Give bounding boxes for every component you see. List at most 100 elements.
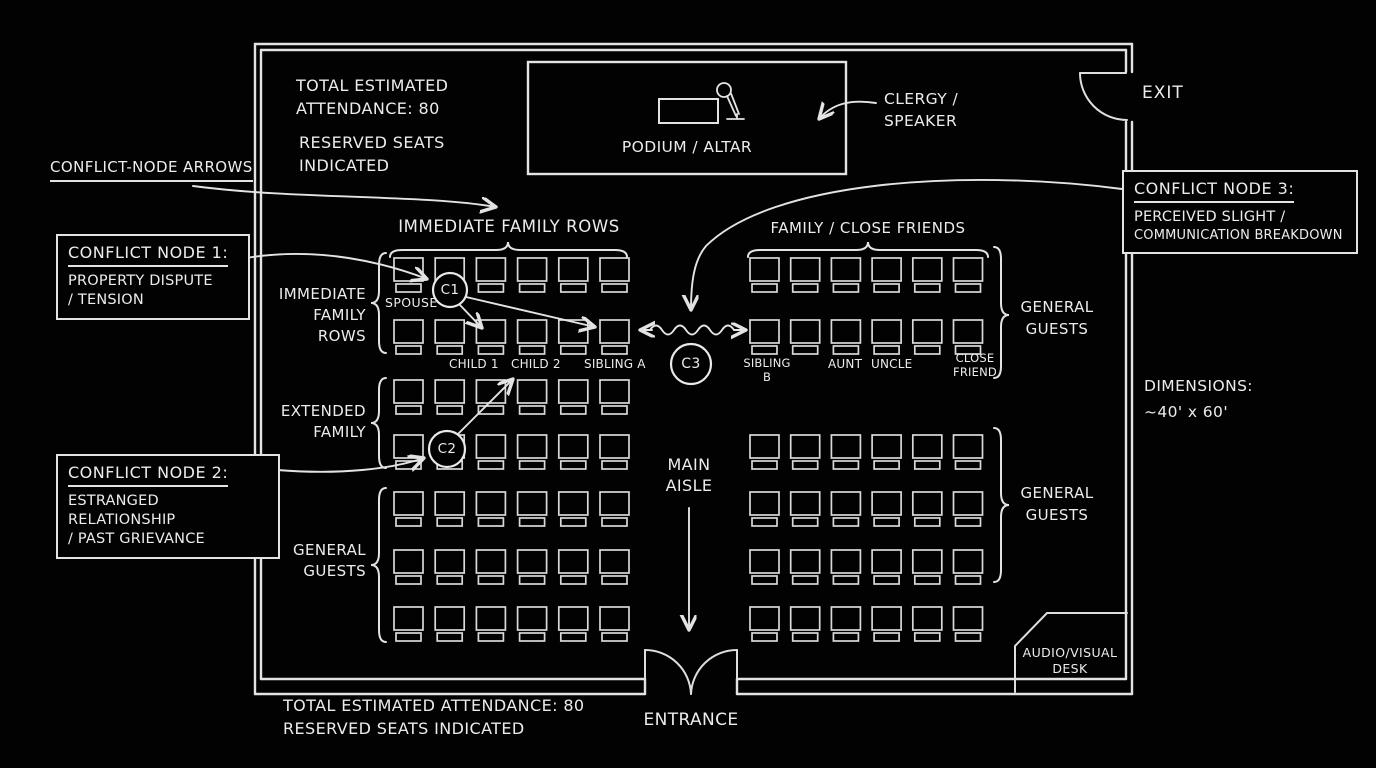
entrance-left-arc bbox=[644, 648, 692, 695]
seat bbox=[789, 257, 821, 293]
seat bbox=[749, 549, 780, 585]
exit-door-swing-arc bbox=[1079, 72, 1128, 121]
group-label-line: GENERAL bbox=[1020, 298, 1094, 316]
seat bbox=[871, 549, 902, 585]
seat bbox=[393, 549, 424, 585]
seat bbox=[599, 257, 630, 293]
seat bbox=[749, 257, 780, 293]
seat bbox=[789, 491, 821, 527]
av-desk-label: AUDIO/VISUAL DESK bbox=[1016, 645, 1124, 677]
seat bbox=[475, 379, 507, 415]
c2-to-child2-arrow bbox=[455, 379, 513, 437]
brace-general-guests-left bbox=[370, 487, 387, 643]
seat bbox=[557, 257, 589, 293]
av-desk-outline bbox=[1014, 612, 1128, 693]
microphone-icon bbox=[716, 82, 745, 120]
clergy-speaker-label: CLERGY / SPEAKER bbox=[884, 88, 958, 132]
clergy-line: SPEAKER bbox=[884, 112, 958, 130]
seat-grids bbox=[393, 257, 984, 642]
seat bbox=[557, 606, 589, 642]
seat bbox=[911, 606, 943, 642]
brace-extended-family bbox=[370, 377, 387, 469]
seat bbox=[599, 379, 630, 415]
conflict-node-1-box: CONFLICT NODE 1: PROPERTY DISPUTE / TENS… bbox=[56, 234, 250, 320]
node1-title: CONFLICT NODE 1: bbox=[68, 243, 229, 267]
seat bbox=[599, 319, 630, 355]
right-section-header: FAMILY / CLOSE FRIENDS bbox=[770, 219, 966, 237]
node2-desc: / PAST GRIEVANCE bbox=[68, 531, 205, 547]
seat bbox=[911, 319, 943, 355]
seat bbox=[516, 379, 548, 415]
seat bbox=[830, 257, 862, 293]
left-section-header: IMMEDIATE FAMILY ROWS bbox=[398, 217, 620, 236]
seat-label-aunt: AUNT bbox=[828, 357, 863, 371]
seat bbox=[789, 549, 821, 585]
seat bbox=[830, 549, 862, 585]
main-aisle-label: MAIN AISLE bbox=[648, 454, 730, 496]
conflict-node-c2-label: C2 bbox=[437, 441, 457, 457]
note-line: ATTENDANCE: 80 bbox=[296, 99, 440, 118]
c1-to-sibling-a-arrow bbox=[465, 296, 595, 327]
c3-tension-wavy-line bbox=[649, 324, 735, 336]
aisle-line: AISLE bbox=[665, 476, 713, 495]
dimensions-label: DIMENSIONS: ~40' x 60' bbox=[1144, 373, 1253, 425]
seat bbox=[749, 606, 780, 642]
seat bbox=[557, 549, 589, 585]
seat bbox=[871, 491, 902, 527]
seat bbox=[749, 434, 780, 470]
grouping-braces bbox=[370, 241, 1010, 643]
group-label-line: GENERAL bbox=[292, 541, 366, 559]
dimensions-line: DIMENSIONS: bbox=[1144, 377, 1253, 395]
seat bbox=[557, 491, 589, 527]
seat bbox=[516, 491, 548, 527]
seat bbox=[516, 257, 548, 293]
seat bbox=[789, 434, 821, 470]
group-label-line: GUESTS bbox=[1025, 320, 1089, 338]
row-group-label-immediate-family: IMMEDIATE FAMILY ROWS bbox=[276, 284, 366, 347]
note-line: INDICATED bbox=[299, 156, 390, 175]
entrance-jambs bbox=[643, 677, 739, 696]
exit-door bbox=[1079, 72, 1128, 121]
brace-general-guests-right-lower bbox=[993, 427, 1010, 583]
seat bbox=[871, 434, 902, 470]
note-line: TOTAL ESTIMATED ATTENDANCE: 80 bbox=[283, 696, 585, 715]
group-label-line: GENERAL bbox=[1020, 484, 1094, 502]
seat-label-line: CLOSE bbox=[955, 351, 995, 365]
top-attendance-note: TOTAL ESTIMATED ATTENDANCE: 80 bbox=[296, 74, 448, 120]
node2-desc: ESTRANGED RELATIONSHIP bbox=[68, 493, 176, 528]
seat bbox=[516, 606, 548, 642]
conflict-node-circles bbox=[427, 271, 713, 469]
conflict-node-c1-label: C1 bbox=[440, 282, 460, 298]
conflict-node-2-box: CONFLICT NODE 2: ESTRANGED RELATIONSHIP … bbox=[56, 454, 280, 559]
node1-desc: / TENSION bbox=[68, 292, 144, 308]
podium-area bbox=[526, 60, 848, 176]
seat-label-child2: CHILD 2 bbox=[511, 357, 561, 371]
seat bbox=[475, 549, 507, 585]
seat bbox=[789, 606, 821, 642]
podium-table bbox=[658, 98, 719, 124]
group-label-line: FAMILY bbox=[313, 423, 366, 441]
row-group-label-general-guests-left: GENERAL GUESTS bbox=[272, 540, 366, 582]
seat bbox=[749, 319, 780, 355]
brace-immediate-family bbox=[370, 252, 387, 354]
note-line: RESERVED SEATS INDICATED bbox=[283, 719, 525, 738]
annotation-arrows bbox=[192, 100, 1123, 630]
seat bbox=[911, 257, 943, 293]
exit-label: EXIT bbox=[1142, 83, 1184, 103]
conflict-arrows-caption: CONFLICT-NODE ARROWS bbox=[50, 158, 253, 182]
seat bbox=[599, 434, 630, 470]
row-group-label-extended-family: EXTENDED FAMILY bbox=[276, 401, 366, 443]
aisle-line: MAIN bbox=[667, 455, 711, 474]
group-label-line: EXTENDED bbox=[280, 402, 366, 420]
seat bbox=[952, 257, 984, 293]
seat bbox=[911, 434, 943, 470]
seat bbox=[393, 319, 424, 355]
seat bbox=[830, 319, 862, 355]
seat bbox=[475, 491, 507, 527]
seat-label-close-friend: CLOSE FRIEND bbox=[948, 351, 1002, 379]
node3-desc: COMMUNICATION BREAKDOWN bbox=[1134, 228, 1343, 243]
brace-general-guests-right-upper bbox=[993, 246, 1010, 379]
conflict-node-c2-circle bbox=[427, 429, 467, 469]
seat bbox=[952, 491, 984, 527]
